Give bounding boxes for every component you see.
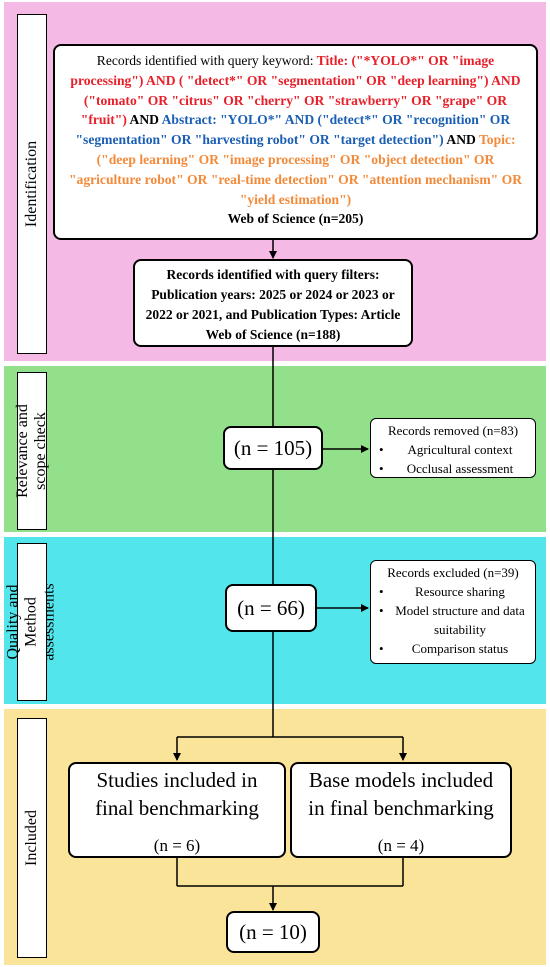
excluded-item: Comparison status (377, 639, 529, 658)
filter-line-1: Records identified with query filters: (166, 267, 380, 282)
models-count: (n = 4) (377, 836, 425, 855)
stage-identification: Identification (17, 14, 47, 354)
studies-included-box: Studies included in final benchmarking (… (68, 762, 286, 858)
models-included-box: Base models included in final benchmarki… (290, 762, 512, 858)
query-and-1: AND (129, 112, 159, 128)
excluded-item: Model structure and data suitability (377, 601, 529, 639)
query-topic-terms: Topic: ("deep learning" OR "image proces… (68, 132, 523, 207)
records-excluded-box: Records excluded (n=39) Resource sharing… (370, 560, 536, 664)
filter-line-4: Web of Science (n=188) (205, 327, 341, 342)
excluded-title: Records excluded (n=39) (387, 565, 519, 580)
stage-quality: Quality and Method assessments (5, 543, 58, 701)
excluded-item: Resource sharing (377, 582, 529, 601)
relevance-count-box: (n = 105) (223, 426, 323, 470)
quality-count-box: (n = 66) (225, 584, 317, 632)
final-count-box: (n = 10) (226, 911, 320, 953)
final-count: (n = 10) (239, 919, 307, 944)
removed-item: Agricultural context (377, 440, 529, 459)
stage-relevance: Relevance and scope check (14, 372, 49, 530)
query-keyword-box: Records identified with query keyword: T… (53, 44, 538, 240)
filter-line-2: Publication years: 2025 or 2024 or 2023 … (151, 287, 395, 302)
query-abstract-terms: Abstract: "YOLO*" AND ("detect*" OR "rec… (75, 112, 511, 148)
query-and-2: AND (446, 132, 476, 148)
relevance-count: (n = 105) (233, 435, 313, 460)
records-removed-box: Records removed (n=83) Agricultural cont… (370, 418, 536, 478)
studies-line-1: Studies included in (96, 768, 258, 792)
query-filter-box: Records identified with query filters: P… (133, 259, 413, 347)
removed-title: Records removed (n=83) (387, 423, 519, 438)
removed-item: Occlusal assessment (377, 459, 529, 478)
studies-count: (n = 6) (153, 836, 201, 855)
query-title-terms: Title: ("*YOLO*" OR "image processing") … (70, 53, 521, 128)
query-lead: Records identified with query keyword: (96, 53, 314, 68)
studies-line-2: final benchmarking (95, 796, 259, 820)
query-source: Web of Science (n=205) (227, 211, 364, 227)
models-line-1: Base models included (308, 768, 494, 792)
stage-included: Included (17, 718, 47, 958)
quality-count: (n = 66) (237, 595, 305, 620)
models-line-2: in final benchmarking (308, 796, 494, 820)
filter-line-3: 2022 or 2021, and Publication Types: Art… (145, 307, 401, 322)
